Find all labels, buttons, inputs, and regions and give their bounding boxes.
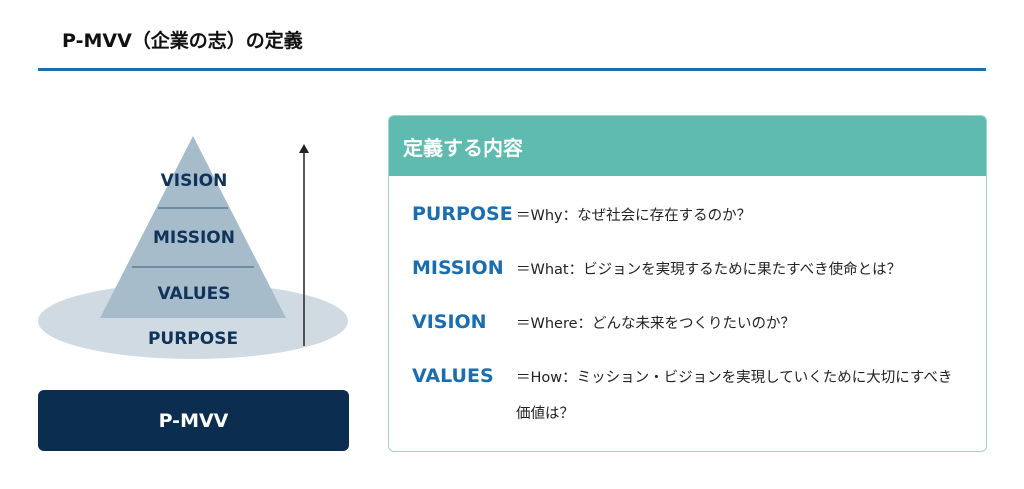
row-label: PURPOSE [412,203,513,225]
definition-card: 定義する内容 PURPOSE ＝Why：なぜ社会に存在するのか？ MISSION… [388,115,987,452]
pmvv-pyramid-diagram: VISION MISSION VALUES PURPOSE [38,136,348,359]
row-text: ＝Why：なぜ社会に存在するのか？ [516,208,752,224]
definition-row-purpose: PURPOSE ＝Why：なぜ社会に存在するのか？ [412,198,976,234]
row-text: ＝How：ミッション・ビジョンを実現していくために大切にすべき価値は？ [516,370,953,422]
pmvv-label-box: P-MVV [38,390,349,451]
title-divider [38,68,986,71]
layer-purpose: PURPOSE [148,329,238,349]
row-text: ＝Where：どんな未来をつくりたいのか？ [516,316,796,332]
pyramid [100,136,286,318]
page-title: P-MVV（企業の志）の定義 [62,30,303,52]
layer-values: VALUES [157,284,230,304]
card-heading: 定義する内容 [389,116,986,176]
definition-row-vision: VISION ＝Where：どんな未来をつくりたいのか？ [412,306,976,342]
layer-vision: VISION [161,171,228,191]
row-label: VISION [412,311,487,333]
row-label: VALUES [412,365,494,387]
layer-mission: MISSION [153,228,235,248]
row-label: MISSION [412,257,504,279]
arrowhead-icon [299,144,309,153]
definition-row-values: VALUES ＝How：ミッション・ビジョンを実現していくために大切にすべき価値… [412,360,966,432]
definition-row-mission: MISSION ＝What：ビジョンを実現するために果たすべき使命とは？ [412,252,976,288]
row-text: ＝What：ビジョンを実現するために果たすべき使命とは？ [516,262,902,278]
